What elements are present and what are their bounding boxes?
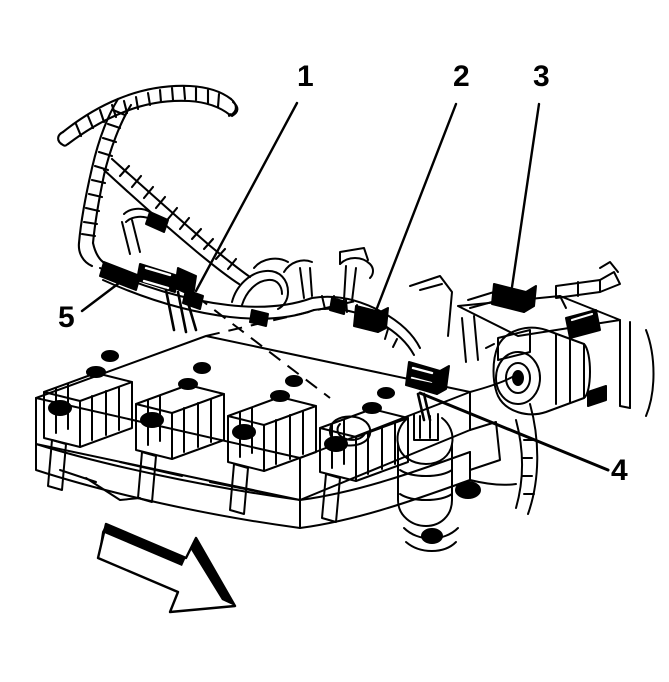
convoluted-conduit-harness: [57, 84, 252, 286]
callout-leader-lines: [80, 101, 610, 472]
leader-line-1: [194, 101, 299, 293]
callout-label-5: 5: [58, 301, 75, 334]
leader-line-2: [370, 102, 458, 323]
orientation-arrow: [96, 522, 237, 614]
callout-label-1: 1: [297, 60, 314, 93]
hidden-edge-guides: [195, 295, 361, 399]
callout-label-2: 2: [453, 60, 470, 93]
engine-block: [35, 371, 539, 552]
leader-line-5: [80, 275, 129, 313]
harness-mid-section: [99, 207, 450, 422]
background-brackets: [253, 247, 495, 363]
callout-label-3: 3: [533, 60, 550, 93]
leader-line-3: [510, 102, 541, 289]
leader-line-4: [418, 391, 610, 472]
callout-label-4: 4: [611, 454, 628, 487]
starter-motor: [457, 261, 655, 417]
